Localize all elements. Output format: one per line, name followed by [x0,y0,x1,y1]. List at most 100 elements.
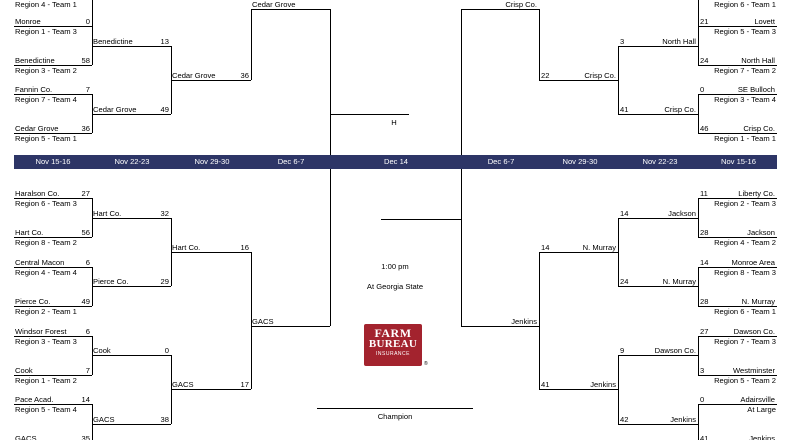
top_right-r2-line [618,46,698,47]
top_right-r1-line [698,94,777,95]
team-seed: Region 8 - Team 2 [15,238,77,247]
team-name: Pierce Co. [93,277,129,286]
team-seed: Region 2 - Team 3 [714,199,776,208]
team-name: GACS [252,317,274,326]
team-score: 38 [160,415,169,424]
team-score: 0 [700,85,705,94]
bottom_left-r1-line [14,375,92,376]
team-seed: Region 5 - Team 1 [15,134,77,143]
bottom_right-connector [618,355,619,424]
top_right-r1-line [698,65,777,66]
team-name: Windsor Forest [15,327,67,336]
team-name: Benedictine [15,56,55,65]
top_left-r1-line [14,65,92,66]
logo-line-2: BUREAU [368,338,418,350]
bottom-left-connector [251,252,252,389]
team-name: Cedar Grove [15,124,59,133]
farm-bureau-logo: FARM BUREAU INSURANCE [364,324,422,366]
team-name: Haralson Co. [15,189,60,198]
team-score: 9 [620,346,625,355]
team-name: Jenkins [670,415,696,424]
bottom_left-r2-line [92,424,171,425]
team-seed: Region 5 - Team 4 [15,405,77,414]
game-venue: At Georgia State [366,282,424,291]
team-name: GACS [172,380,194,389]
bottom_left-connector [92,336,93,375]
registered-mark: ® [424,361,428,367]
bottom_left-r3-line [171,252,251,253]
bottom_right-connector [618,218,619,286]
team-score: 36 [81,124,90,133]
top_left-r2-line [92,114,171,115]
team-name: Cedar Grove [252,0,296,9]
team-seed: Region 4 - Team 1 [15,0,77,9]
team-seed: Region 2 - Team 1 [15,307,77,316]
bottom_right-r2-line [618,286,698,287]
team-score: 14 [700,258,709,267]
team-seed: Region 3 - Team 4 [714,95,776,104]
round-date-right-3: Nov 29-30 [562,157,598,166]
bottom_left-r3-line [171,389,251,390]
bottom_left-r2-line [92,218,171,219]
team-name: Jenkins [590,380,616,389]
top-right-final-connector [461,9,462,155]
team-name: SE Bulloch [737,85,775,94]
team-name: Adairsville [740,395,775,404]
team-seed: Region 6 - Team 1 [714,0,776,9]
bottom_right-r1-line [698,267,777,268]
bottom_right-r1-line [698,237,777,238]
team-name: Cook [15,366,33,375]
team-score: 56 [81,228,90,237]
team-score: 24 [620,277,629,286]
top_right-connector [618,46,619,114]
team-name: Dawson Co. [654,346,696,355]
center-top-label: H [391,118,397,127]
team-name: Benedictine [93,37,133,46]
team-score: 41 [541,380,550,389]
team-score: 58 [81,56,90,65]
team-score: 42 [620,415,629,424]
top_left-r1-line [14,26,92,27]
team-name: Crisp Co. [505,0,537,9]
team-score: 24 [700,56,709,65]
round-date-right-1: Nov 15-16 [720,157,757,166]
team-name: Crisp Co. [584,71,616,80]
round-date-center: Dec 14 [383,157,409,166]
bottom_left-r1-line [14,237,92,238]
bottom_left-r1-line [14,306,92,307]
team-score: 16 [240,243,249,252]
team-score: 14 [81,395,90,404]
round-date-left-2: Nov 22-23 [114,157,150,166]
team-seed: Region 1 - Team 2 [15,376,77,385]
team-score: 41 [700,434,709,440]
team-seed: Region 1 - Team 3 [15,27,77,36]
top_left-connector [92,26,93,65]
team-score: 17 [240,380,249,389]
top_right-connector [698,94,699,133]
team-name: Monroe Area [731,258,775,267]
top_left-r1-line [14,133,92,134]
team-name: Jackson [747,228,775,237]
team-name: Pace Acad. [15,395,54,404]
team-score: 35 [81,434,90,440]
team-name: Pierce Co. [15,297,51,306]
team-seed: Region 7 - Team 2 [714,66,776,75]
top_left-connector [92,94,93,133]
team-score: 3 [700,366,705,375]
team-score: 28 [700,297,709,306]
logo-line-3: INSURANCE [376,351,410,357]
team-score: 41 [620,105,629,114]
team-name: Cedar Grove [93,105,137,114]
bottom_right-connector [698,336,699,375]
team-seed: Region 1 - Team 1 [714,134,776,143]
team-score: 0 [164,346,169,355]
bottom_right-r3-line [539,389,618,390]
team-name: Cook [93,346,111,355]
team-score: 49 [160,105,169,114]
team-score: 3 [620,37,625,46]
bottom_left-connector [92,198,93,237]
round-dates-bar: Nov 15-16 Nov 22-23 Nov 29-30 Dec 6-7 De… [14,155,777,169]
team-score: 6 [85,258,90,267]
team-score: 36 [240,71,249,80]
